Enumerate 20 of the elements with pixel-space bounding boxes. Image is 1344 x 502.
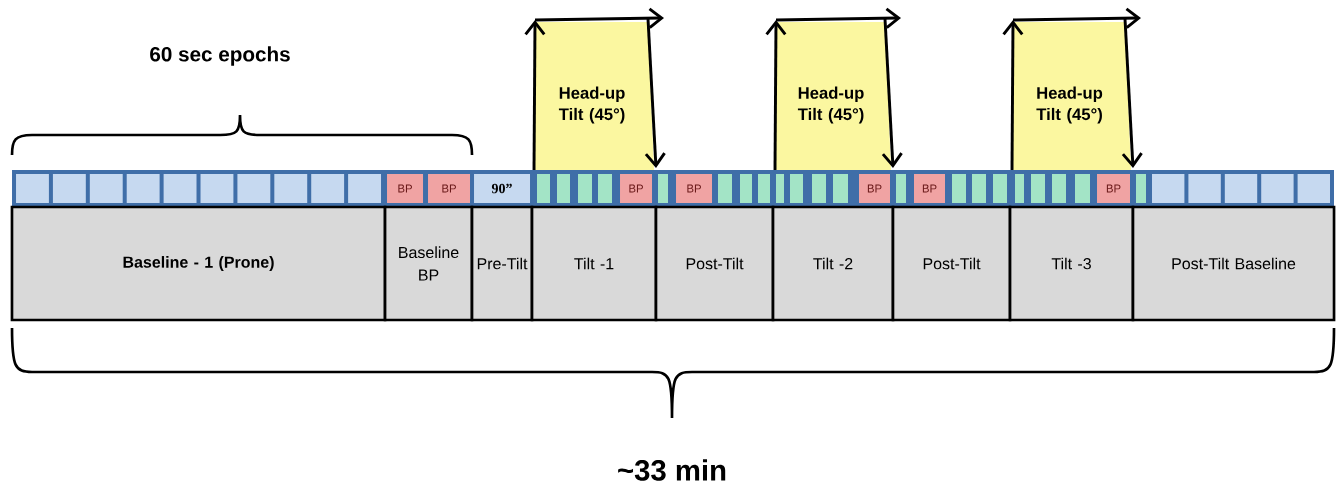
phase-box: Baseline BP — [383, 205, 474, 322]
tilt-arrow-drawing: Head-up Tilt (45°) — [765, 7, 903, 170]
phase-box: Tilt -2 — [771, 205, 895, 322]
bp-cell: BP — [914, 174, 945, 203]
brace-label: ~33 min — [618, 459, 726, 481]
bp-cell: BP — [428, 174, 470, 203]
phase-box: Tilt -3 — [1008, 205, 1135, 322]
tilt-arrow-drawing: Head-up Tilt (45°) — [524, 7, 666, 170]
phase-box: Pre-Tilt — [470, 205, 534, 322]
phase-box: Post-Tilt Baseline — [1131, 205, 1336, 322]
epoch-cell: 90” — [474, 174, 530, 203]
bp-cell: BP — [387, 174, 423, 203]
phase-box: Post-Tilt — [654, 205, 775, 322]
bp-cell: BP — [859, 174, 890, 203]
tilt-arrow-drawing: Head-up Tilt (45°) — [1002, 7, 1143, 170]
brace-label: 60 sec epochs — [150, 46, 290, 66]
bp-cell: BP — [1097, 174, 1130, 203]
phase-box: Post-Tilt — [891, 205, 1012, 322]
bp-cell: BP — [676, 174, 712, 203]
bp-cell: BP — [620, 174, 652, 203]
